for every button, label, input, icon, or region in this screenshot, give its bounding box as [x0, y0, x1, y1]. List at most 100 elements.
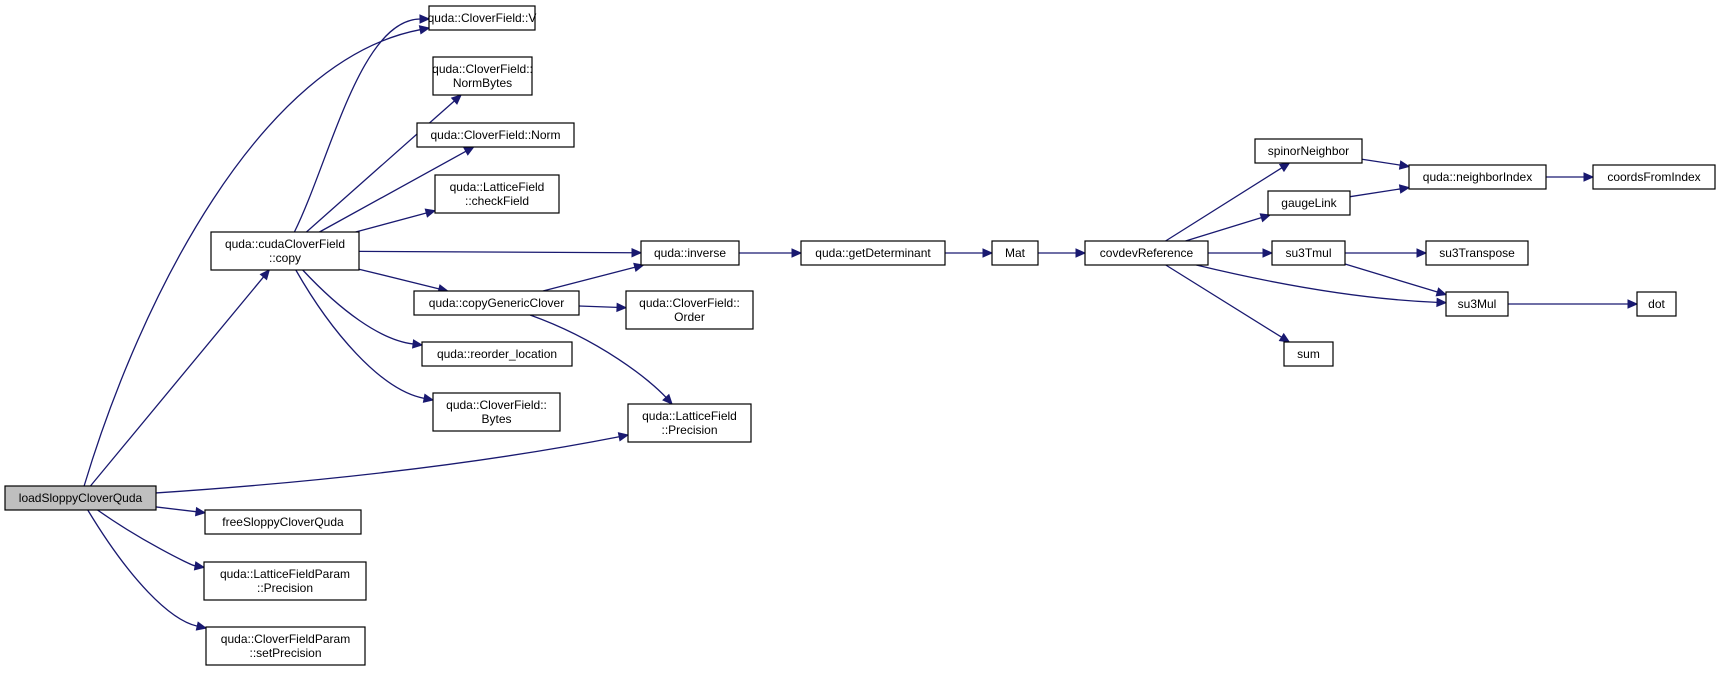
edge-line: [1165, 167, 1283, 242]
edge-line: [358, 250, 633, 254]
node-label: quda::CloverField::: [432, 62, 533, 76]
edge-arrowhead: [419, 14, 431, 24]
node-inv[interactable]: quda::inverse: [640, 240, 740, 266]
node-Mat[interactable]: Mat: [991, 240, 1039, 266]
node-box: [4, 485, 157, 511]
edge-line: [1165, 264, 1282, 338]
node-copy[interactable]: quda::cudaCloverField::copy: [210, 231, 360, 271]
edge-spn-to-nbr: [1361, 158, 1411, 170]
edge-arrowhead: [193, 561, 206, 571]
node-label: Bytes: [481, 412, 511, 426]
edge-line: [1196, 264, 1438, 304]
edge-line: [358, 268, 440, 290]
edge-cov-to-sum: [1165, 264, 1291, 343]
edge-arrowhead: [1583, 172, 1595, 182]
node-V[interactable]: quda::CloverField::V: [428, 5, 537, 31]
node-box: [413, 290, 580, 316]
node-box: [204, 509, 362, 535]
edge-line: [87, 509, 198, 627]
edge-line: [302, 269, 414, 345]
node-dot[interactable]: dot: [1636, 291, 1677, 317]
edge-arrowhead: [412, 339, 424, 349]
edge-nbr-to-cfi: [1546, 172, 1595, 182]
edge-arrowhead: [195, 621, 208, 631]
edge-arrowhead: [1398, 160, 1411, 170]
edge-copy-to-V: [293, 14, 431, 233]
node-cov[interactable]: covdevReference: [1084, 240, 1209, 266]
node-nbr[interactable]: quda::neighborIndex: [1408, 164, 1547, 190]
node-label: quda::cudaCloverField: [225, 237, 345, 251]
edge-copy-to-cgc: [358, 268, 449, 294]
node-label: quda::neighborIndex: [1423, 170, 1532, 184]
edge-line: [97, 509, 196, 567]
edge-line: [83, 29, 421, 487]
node-label: quda::reorder_location: [437, 347, 557, 361]
node-det[interactable]: quda::getDeterminant: [800, 240, 946, 266]
node-Norm[interactable]: quda::CloverField::Norm: [416, 122, 575, 148]
edge-load-to-LFP: [155, 432, 630, 494]
node-Bytes[interactable]: quda::CloverField::Bytes: [432, 392, 561, 432]
node-LFP[interactable]: quda::LatticeField::Precision: [627, 403, 752, 443]
node-spn[interactable]: spinorNeighbor: [1254, 138, 1363, 164]
node-CFPP[interactable]: quda::CloverFieldParam::setPrecision: [205, 626, 366, 666]
edge-arrowhead: [617, 432, 630, 442]
node-label: coordsFromIndex: [1607, 170, 1700, 184]
node-LFPP[interactable]: quda::LatticeFieldParam::Precision: [203, 561, 367, 601]
node-box: [1636, 291, 1677, 317]
edge-arrowhead: [1436, 297, 1448, 308]
node-trans[interactable]: su3Transpose: [1425, 240, 1529, 266]
node-box: [640, 240, 740, 266]
node-NB[interactable]: quda::CloverField::NormBytes: [432, 56, 533, 96]
node-label: quda::LatticeField: [642, 409, 737, 423]
node-label: ::checkField: [465, 194, 529, 208]
edge-line: [529, 314, 667, 398]
node-label: quda::CloverField::Norm: [430, 128, 560, 142]
node-gl[interactable]: gaugeLink: [1267, 190, 1351, 216]
node-Order[interactable]: quda::CloverField::Order: [625, 290, 754, 330]
edge-arrowhead: [1398, 184, 1411, 194]
edge-copy-to-chk: [355, 208, 437, 233]
edge-arrowhead: [195, 506, 207, 517]
node-load[interactable]: loadSloppyCloverQuda: [4, 485, 157, 511]
node-label: spinorNeighbor: [1268, 144, 1349, 158]
edge-copy-to-inv: [358, 247, 643, 258]
node-free[interactable]: freeSloppyCloverQuda: [204, 509, 362, 535]
edge-arrowhead: [463, 146, 475, 156]
node-chk[interactable]: quda::LatticeField::checkField: [434, 174, 560, 214]
node-box: [421, 341, 573, 367]
edge-arrowhead: [1262, 248, 1274, 258]
node-label: Order: [674, 310, 705, 324]
edge-line: [542, 266, 636, 292]
node-box: [627, 403, 752, 443]
node-box: [1445, 291, 1509, 317]
node-label: quda::CloverField::: [639, 296, 740, 310]
node-label: quda::getDeterminant: [815, 246, 931, 260]
edge-cgc-to-inv: [542, 262, 645, 292]
edge-arrowhead: [631, 247, 643, 258]
edge-arrowhead: [982, 248, 994, 258]
edge-arrowhead: [1416, 248, 1428, 258]
node-label: su3Transpose: [1439, 246, 1515, 260]
node-box: [416, 122, 575, 148]
node-tmul[interactable]: su3Tmul: [1271, 240, 1346, 266]
node-box: [1084, 240, 1209, 266]
edge-line: [155, 506, 197, 513]
node-cgc[interactable]: quda::copyGenericClover: [413, 290, 580, 316]
node-box: [210, 231, 360, 271]
node-cfi[interactable]: coordsFromIndex: [1592, 164, 1716, 190]
edge-cov-to-mul: [1196, 264, 1448, 308]
node-mul[interactable]: su3Mul: [1445, 291, 1509, 317]
node-label: loadSloppyCloverQuda: [19, 491, 143, 505]
node-sum[interactable]: sum: [1283, 341, 1334, 367]
node-box: [432, 392, 561, 432]
edge-arrowhead: [259, 269, 271, 281]
edge-arrowhead: [1435, 287, 1448, 297]
edge-arrowhead: [1278, 162, 1291, 173]
edge-line: [1344, 263, 1438, 293]
edge-copy-to-reorder: [302, 269, 424, 349]
node-label: freeSloppyCloverQuda: [222, 515, 344, 529]
edge-line: [319, 150, 467, 233]
edge-arrowhead: [662, 393, 673, 405]
node-reorder[interactable]: quda::reorder_location: [421, 341, 573, 367]
